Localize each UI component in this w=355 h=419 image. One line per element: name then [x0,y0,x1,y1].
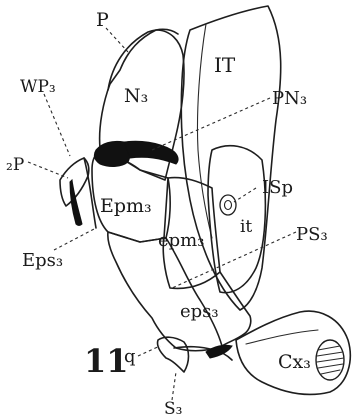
label-isp: ISp [262,177,293,198]
label-cx3: Cx₃ [278,351,311,373]
label-epm3-upper: Epm₃ [100,195,152,217]
leader-q [138,346,160,356]
wing-inner-line [197,24,212,238]
spiracle [220,195,236,215]
label-eps3-upper: Eps₃ [22,250,63,271]
spiracle-inner [225,201,232,210]
wing-outline [181,6,280,310]
leader-pn3 [152,98,270,150]
spiracle-outer [220,195,236,215]
label-it-upper: IT [214,53,236,77]
sternal-lobe [157,337,188,372]
leader-p [106,28,128,52]
label-s3: S₃ [164,399,182,419]
label-ps3: PS₃ [296,224,328,245]
label-wp3: WP₃ [20,77,56,97]
anterior-rod [70,180,82,226]
leader-eps3 [54,228,96,250]
coxa-tip-hatching [316,340,344,380]
label-n3: N₃ [124,85,148,107]
figure-number: 11 [84,342,129,380]
leader-s3 [172,372,176,400]
leader-lines [28,28,296,400]
label-2p: ₂P [6,155,24,175]
label-epm3-lower: epm₃ [158,230,204,251]
label-eps3-lower: eps₃ [180,301,219,322]
label-p: P [96,9,109,31]
label-it-lower: it [240,217,252,237]
label-pn3: PN₃ [272,88,307,109]
leader-wp3 [44,94,70,156]
leader-2p [28,162,68,178]
wing-process-bar [124,141,178,164]
anterior-process-stem [84,158,96,228]
leader-isp [234,188,256,202]
pleuron-outline [208,146,265,293]
coxa-inner-line [246,330,318,344]
